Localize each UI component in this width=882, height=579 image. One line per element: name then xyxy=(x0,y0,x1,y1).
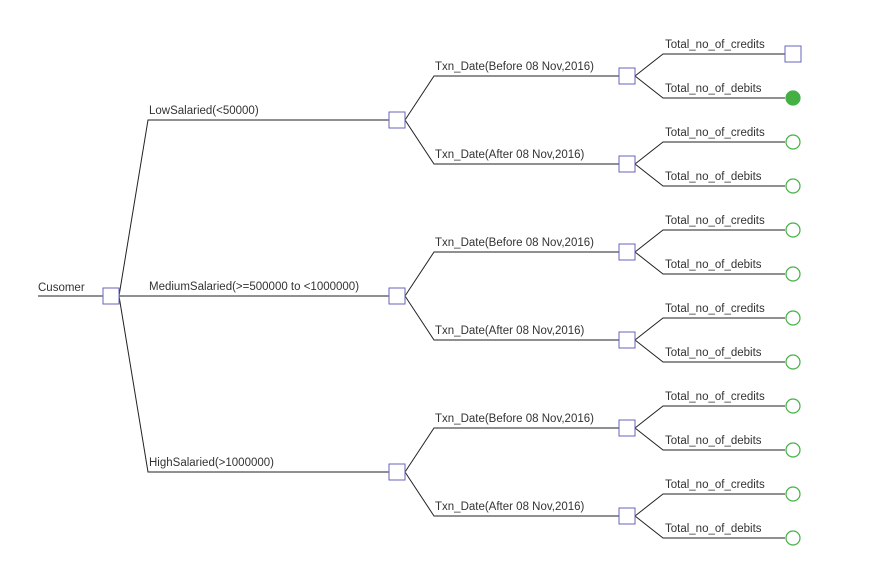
salary-edge-2 xyxy=(118,295,389,473)
root-label: Cusomer xyxy=(38,282,85,294)
leaf-terminal-node[interactable] xyxy=(785,442,801,458)
date-edge-2-1 xyxy=(404,471,619,517)
date-branch-label: Txn_Date(Before 08 Nov,2016) xyxy=(435,237,594,249)
salary-branch-label: MediumSalaried(>=500000 to <1000000) xyxy=(149,281,359,293)
tree-nodes xyxy=(102,45,802,546)
leaf-edge-0-1-0 xyxy=(634,141,785,165)
root-decision-node[interactable] xyxy=(102,287,120,305)
date-decision-node[interactable] xyxy=(618,155,636,173)
date-decision-node[interactable] xyxy=(618,507,636,525)
leaf-terminal-node[interactable] xyxy=(785,134,801,150)
leaf-label: Total_no_of_debits xyxy=(665,83,762,95)
leaf-terminal-node-selected[interactable] xyxy=(785,90,801,106)
leaf-terminal-node[interactable] xyxy=(785,266,801,282)
date-decision-node[interactable] xyxy=(618,419,636,437)
leaf-edge-0-1-1 xyxy=(634,163,785,187)
leaf-label: Total_no_of_debits xyxy=(665,523,762,535)
salary-branch-label: HighSalaried(>1000000) xyxy=(149,457,274,469)
leaf-terminal-node[interactable] xyxy=(785,398,801,414)
date-edge-0-0 xyxy=(404,75,619,121)
leaf-decision-node[interactable] xyxy=(784,45,802,63)
leaf-terminal-node[interactable] xyxy=(785,178,801,194)
leaf-edge-1-0-1 xyxy=(634,251,785,275)
date-decision-node[interactable] xyxy=(618,331,636,349)
salary-decision-node[interactable] xyxy=(388,287,406,305)
leaf-terminal-node[interactable] xyxy=(785,530,801,546)
leaf-edge-0-0-0 xyxy=(634,53,785,77)
salary-branch-label: LowSalaried(<50000) xyxy=(149,105,259,117)
date-edge-0-1 xyxy=(404,119,619,165)
leaf-edge-2-0-0 xyxy=(634,405,785,429)
date-branch-label: Txn_Date(Before 08 Nov,2016) xyxy=(435,413,594,425)
salary-decision-node[interactable] xyxy=(388,111,406,129)
leaf-edge-1-1-1 xyxy=(634,339,785,363)
leaf-label: Total_no_of_credits xyxy=(665,479,765,491)
leaf-label: Total_no_of_debits xyxy=(665,347,762,359)
leaf-label: Total_no_of_credits xyxy=(665,39,765,51)
tree-labels: Cusomer LowSalaried(<50000) Txn_Date(Befor… xyxy=(38,39,765,535)
leaf-edge-2-1-1 xyxy=(634,515,785,539)
salary-decision-node[interactable] xyxy=(388,463,406,481)
leaf-label: Total_no_of_debits xyxy=(665,435,762,447)
leaf-terminal-node[interactable] xyxy=(785,486,801,502)
leaf-edge-2-0-1 xyxy=(634,427,785,451)
leaf-terminal-node[interactable] xyxy=(785,354,801,370)
salary-edge-0 xyxy=(118,119,389,297)
leaf-terminal-node[interactable] xyxy=(785,310,801,326)
leaf-label: Total_no_of_credits xyxy=(665,391,765,403)
date-edge-2-0 xyxy=(404,427,619,473)
leaf-edge-2-1-0 xyxy=(634,493,785,517)
date-decision-node[interactable] xyxy=(618,243,636,261)
date-decision-node[interactable] xyxy=(618,67,636,85)
date-branch-label: Txn_Date(After 08 Nov,2016) xyxy=(435,325,585,337)
date-edge-1-0 xyxy=(404,251,619,297)
leaf-label: Total_no_of_debits xyxy=(665,259,762,271)
leaf-label: Total_no_of_credits xyxy=(665,127,765,139)
leaf-label: Total_no_of_credits xyxy=(665,215,765,227)
leaf-terminal-node[interactable] xyxy=(785,222,801,238)
date-branch-label: Txn_Date(After 08 Nov,2016) xyxy=(435,501,585,513)
date-branch-label: Txn_Date(After 08 Nov,2016) xyxy=(435,149,585,161)
leaf-edge-1-0-0 xyxy=(634,229,785,253)
leaf-label: Total_no_of_debits xyxy=(665,171,762,183)
date-branch-label: Txn_Date(Before 08 Nov,2016) xyxy=(435,61,594,73)
date-edge-1-1 xyxy=(404,295,619,341)
tree-edges xyxy=(38,53,785,539)
leaf-edge-1-1-0 xyxy=(634,317,785,341)
leaf-label: Total_no_of_credits xyxy=(665,303,765,315)
leaf-edge-0-0-1 xyxy=(634,75,785,99)
